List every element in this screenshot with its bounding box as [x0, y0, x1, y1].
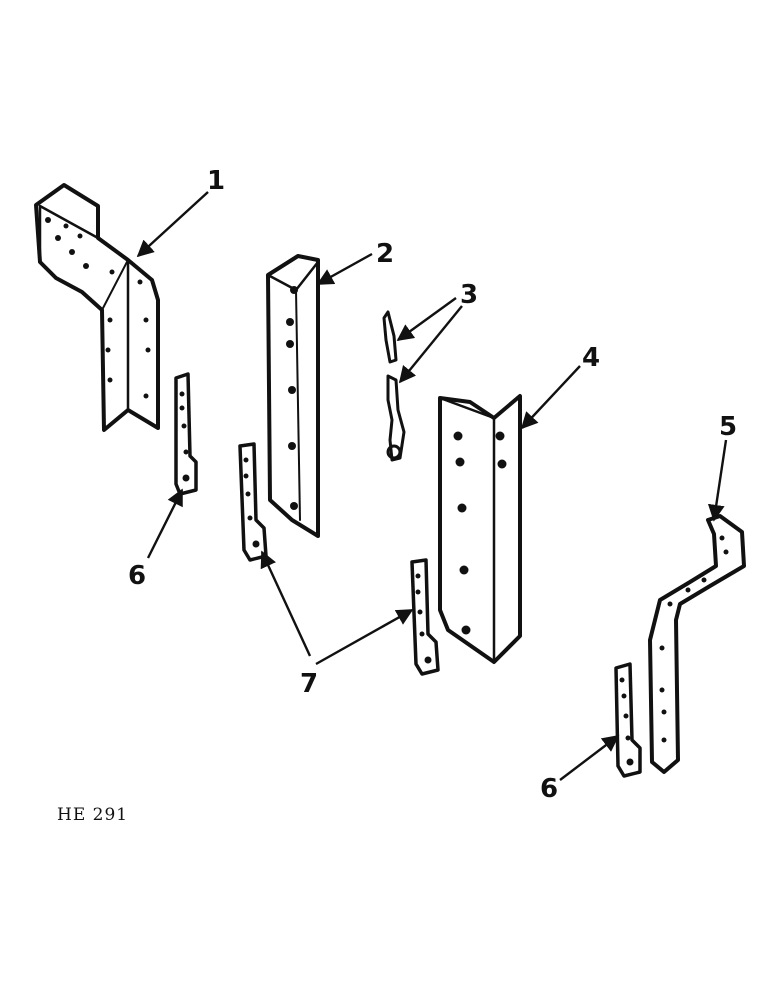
leader-2	[316, 252, 373, 286]
callout-6-lower: 6	[540, 774, 558, 804]
leader-1	[136, 191, 209, 258]
part-7-strap-right	[410, 558, 440, 676]
callout-1: 1	[207, 166, 225, 196]
part-1-bent-angle-bracket	[34, 183, 160, 432]
part-4-large-angle	[438, 394, 522, 664]
part-3-pins	[382, 310, 406, 462]
part-6-strap-lower	[614, 662, 642, 778]
leader-3a	[396, 297, 457, 341]
callout-5: 5	[719, 412, 737, 442]
part-5-offset-strap	[648, 514, 746, 774]
leader-5	[707, 439, 728, 522]
leader-7-left	[260, 550, 312, 657]
part-7-strap-left	[238, 442, 268, 562]
callout-6-upper: 6	[128, 561, 146, 591]
callout-3: 3	[460, 280, 478, 310]
leader-6-upper	[146, 488, 184, 559]
part-6-strap-upper	[174, 372, 198, 496]
part-2-long-angle	[266, 254, 320, 538]
callout-7: 7	[300, 669, 318, 699]
leader-6-lower	[559, 734, 620, 781]
leader-lines	[136, 191, 728, 781]
leader-3b	[398, 305, 463, 384]
callout-2: 2	[376, 239, 394, 269]
callout-4: 4	[582, 343, 600, 373]
leader-7-right	[315, 608, 414, 666]
callout-labels: 1 2 3 4 5 6 6 7	[128, 166, 737, 804]
leader-4	[520, 365, 581, 430]
reference-code: HE 291	[57, 805, 129, 825]
